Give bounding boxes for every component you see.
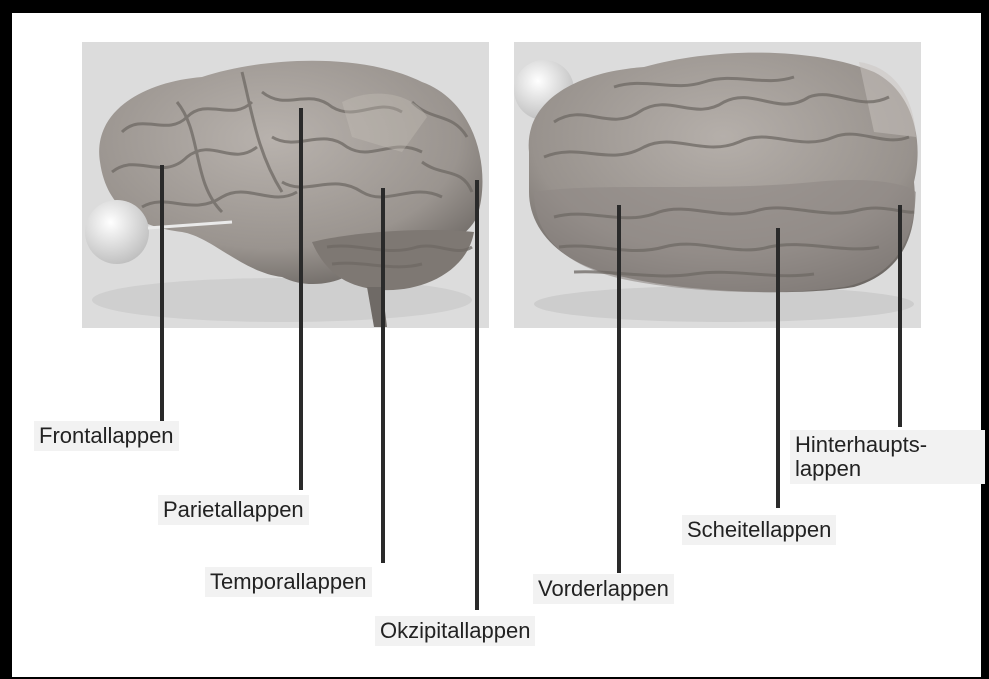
leader-line-scheitellappen	[776, 228, 780, 508]
label-parietallappen: Parietallappen	[158, 495, 309, 525]
leader-line-okzipitallappen	[475, 180, 479, 610]
label-hinterhauptslappen-line1: Hinterhaupts-	[795, 433, 980, 457]
label-temporallappen: Temporallappen	[205, 567, 372, 597]
label-hinterhauptslappen: Hinterhaupts- lappen	[790, 430, 985, 484]
left-brain-illustration	[82, 42, 489, 328]
leader-line-temporallappen	[381, 188, 385, 563]
label-frontallappen: Frontallappen	[34, 421, 179, 451]
left-brain-image	[82, 42, 489, 328]
leader-line-parietallappen	[299, 108, 303, 490]
leader-line-frontallappen	[160, 165, 164, 423]
leader-line-vorderlappen	[617, 205, 621, 573]
label-vorderlappen: Vorderlappen	[533, 574, 674, 604]
right-brain-illustration	[514, 42, 921, 328]
label-scheitellappen: Scheitellappen	[682, 515, 836, 545]
right-brain-image	[514, 42, 921, 328]
label-okzipitallappen: Okzipitallappen	[375, 616, 535, 646]
label-hinterhauptslappen-line2: lappen	[795, 457, 980, 481]
leader-line-hinterhauptslappen	[898, 205, 902, 427]
